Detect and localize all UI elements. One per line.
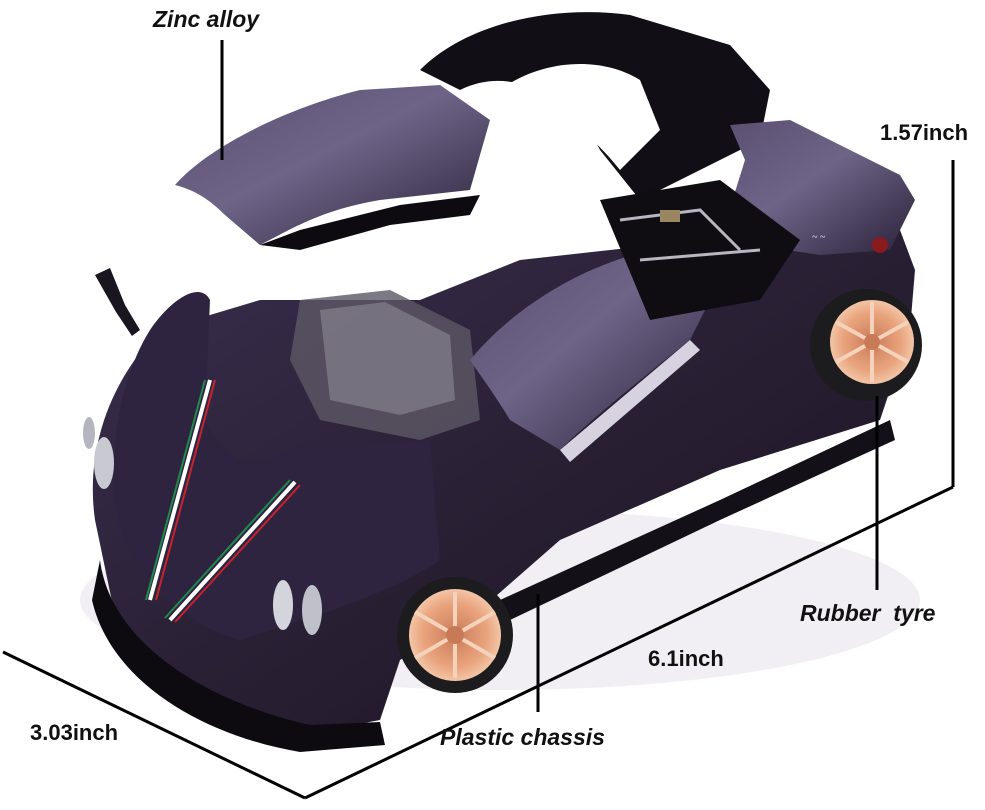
front-wheel	[397, 577, 513, 693]
engine-bay	[600, 180, 800, 320]
width-dimension-line	[2, 650, 306, 800]
dimension-lines	[2, 40, 955, 800]
signature-decal: ~ ~	[812, 232, 826, 243]
length-label: 6.1inch	[648, 646, 724, 671]
car-body	[83, 200, 916, 752]
tail-light	[872, 237, 888, 253]
headlight-right	[273, 580, 293, 630]
headlight-left	[94, 437, 114, 489]
rear-wheel	[810, 289, 922, 401]
plastic-chassis-label: Plastic chassis	[440, 724, 605, 750]
side-mirror	[95, 268, 140, 336]
rubber-tyre-label: Rubber tyre	[800, 600, 936, 626]
engine-cover	[420, 12, 770, 200]
left-gullwing-door	[175, 85, 490, 250]
height-label: 1.57inch	[880, 120, 969, 145]
length-dimension-line	[304, 485, 954, 800]
zinc-alloy-label: Zinc alloy	[153, 6, 260, 32]
width-label: 3.03inch	[30, 720, 119, 745]
